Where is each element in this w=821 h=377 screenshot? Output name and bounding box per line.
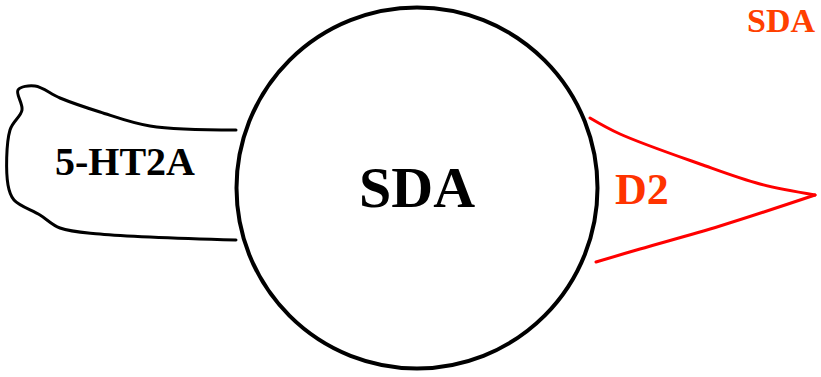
receptor-name: 5-HT2A — [55, 140, 195, 184]
drug-name: SDA — [359, 156, 475, 220]
corner-title: SDA — [747, 2, 815, 39]
drug-circle: SDA — [234, 5, 600, 371]
receptor-tail: D2 — [585, 108, 819, 272]
tail-outline — [7, 86, 236, 240]
circle-outline — [237, 8, 598, 369]
receptor-name: D2 — [615, 166, 669, 214]
receptor-tail: 5-HT2A — [6, 76, 244, 248]
